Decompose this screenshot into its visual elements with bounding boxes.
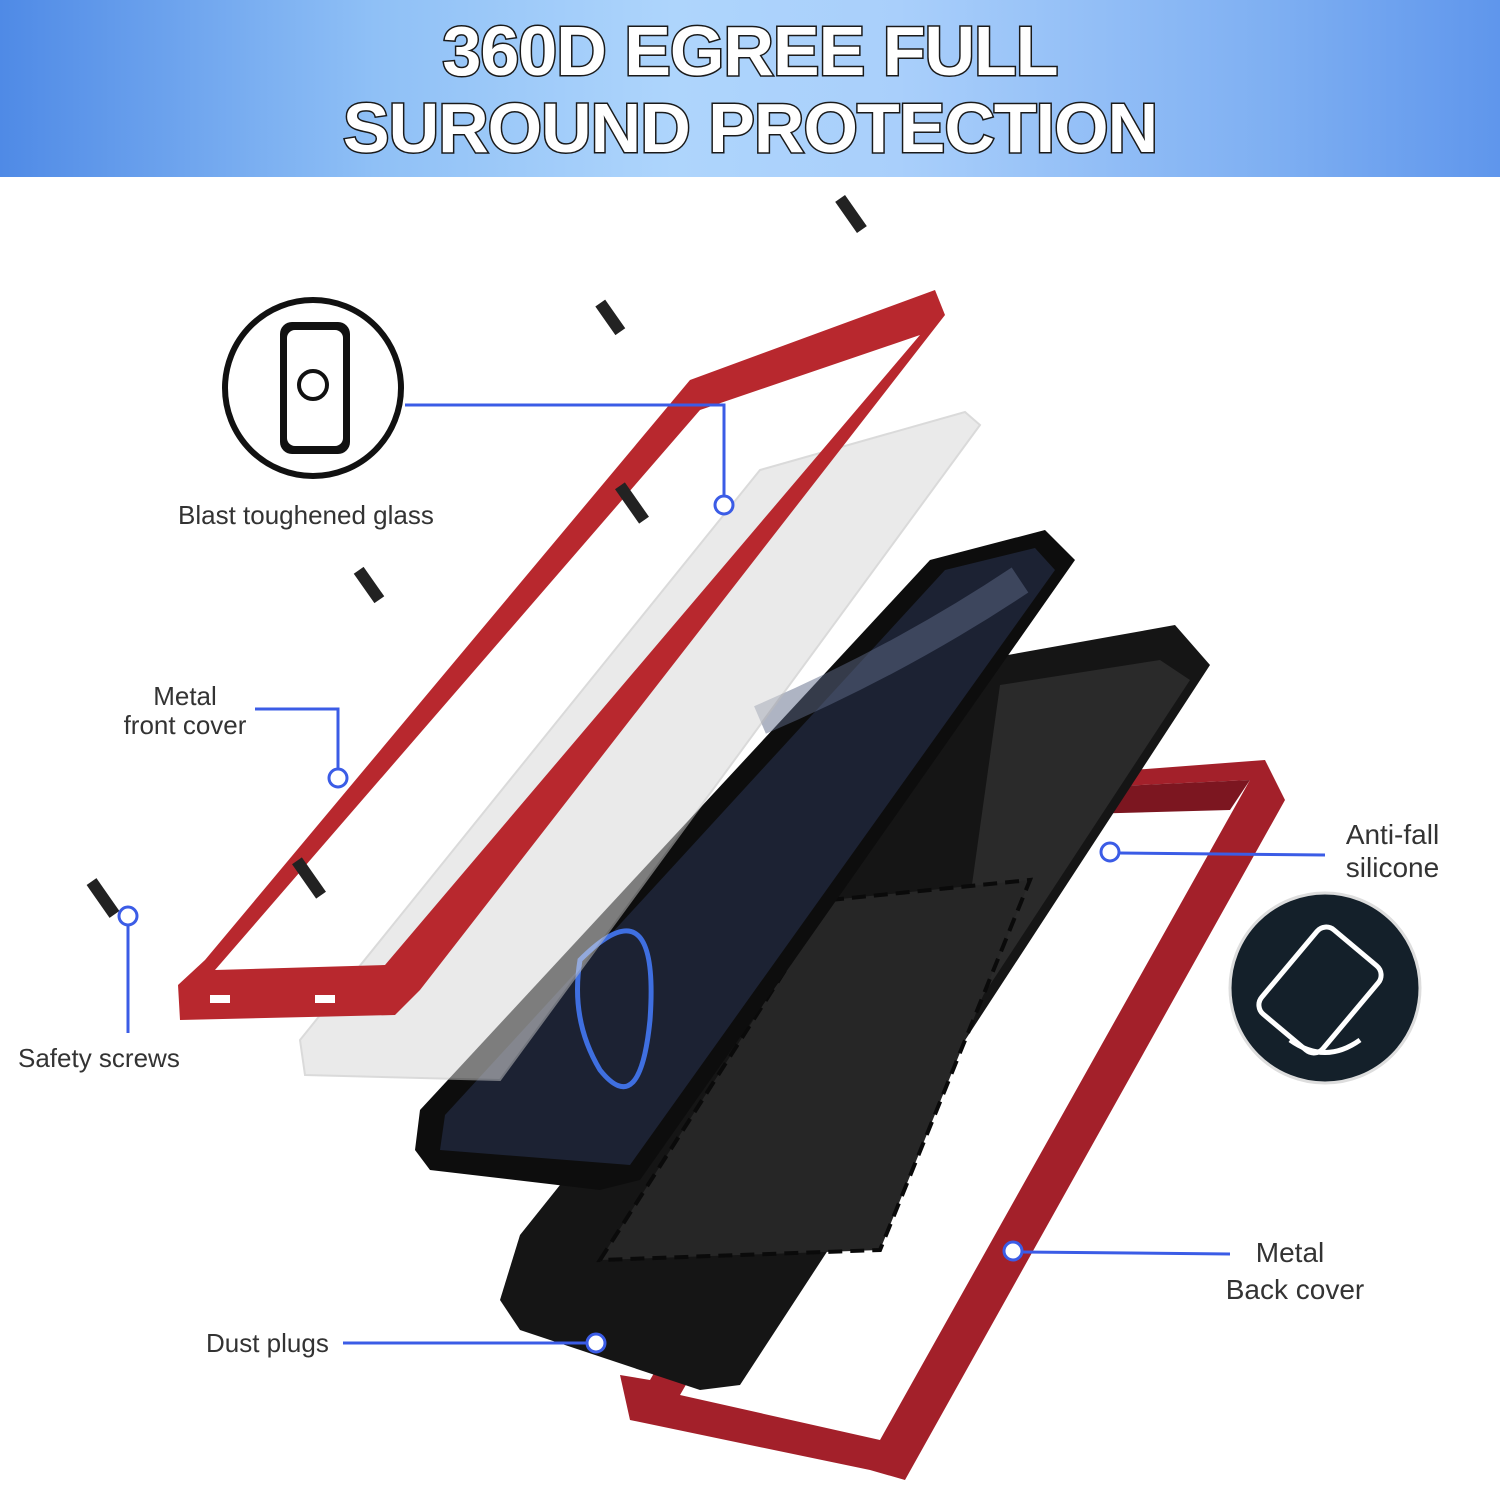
title-line-1: 360D EGREE FULL	[441, 12, 1060, 90]
phone	[415, 530, 1075, 1190]
screws	[86, 194, 867, 918]
metal-front-cover	[178, 290, 945, 1020]
callout-lines	[117, 403, 1326, 1354]
touch-screen-icon	[222, 297, 404, 479]
label-anti-fall-1: Anti-fall	[1345, 819, 1440, 850]
screw-icon	[86, 878, 120, 918]
screw-icon	[353, 566, 385, 604]
label-glass: Blast toughened glass	[178, 500, 434, 530]
anti-fall-silicone-case	[500, 625, 1210, 1390]
label-back-cover-1: Metal	[1255, 1237, 1325, 1268]
title-line-2: SUROUND PROTECTION	[341, 89, 1159, 167]
header-banner: 360D EGREE FULL SUROUND PROTECTION	[0, 0, 1500, 177]
label-anti-fall-2: silicone	[1345, 852, 1440, 883]
screw-icon	[595, 299, 626, 336]
drop-protection-icon	[1228, 891, 1422, 1085]
label-safety-screws: Safety screws	[18, 1043, 180, 1073]
label-front-cover-2: front cover	[123, 710, 247, 740]
label-back-cover-2: Back cover	[1225, 1274, 1365, 1305]
screw-icon	[292, 857, 326, 899]
screw-icon	[835, 194, 867, 234]
label-front-cover-1: Metal	[153, 681, 217, 711]
screw-icon	[615, 482, 649, 524]
label-dust-plugs: Dust plugs	[206, 1328, 329, 1358]
